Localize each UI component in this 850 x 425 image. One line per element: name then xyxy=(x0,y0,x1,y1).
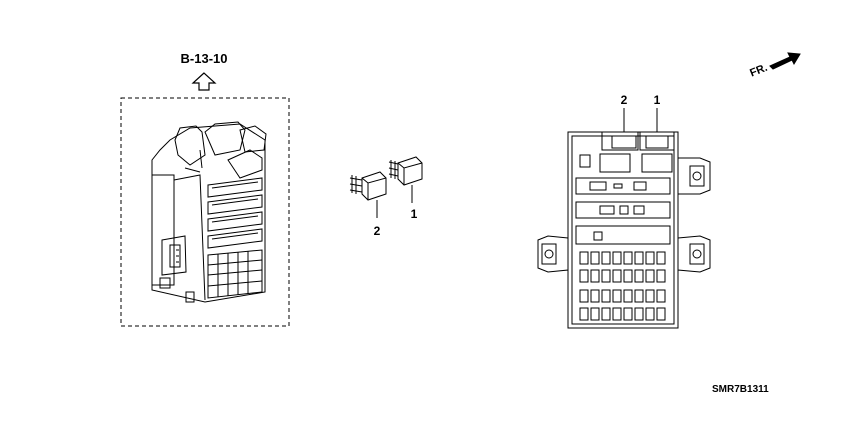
box-slot-2-callout: 2 xyxy=(621,93,628,107)
up-arrow-icon xyxy=(191,72,217,91)
relay-1-illustration xyxy=(388,156,423,186)
fuse-box-front-view xyxy=(537,131,711,329)
front-direction-label: FR. xyxy=(748,62,769,80)
relay-2-callout: 2 xyxy=(374,224,381,238)
fuse-box-assembly-illustration xyxy=(151,121,267,303)
relay-2-illustration xyxy=(349,171,387,201)
part-code-label: SMR7B1311 xyxy=(712,384,769,395)
relay-1-callout: 1 xyxy=(411,207,418,221)
box-leader-lines xyxy=(623,108,658,132)
box-slot-1-callout: 1 xyxy=(654,93,661,107)
front-arrow-icon xyxy=(769,52,801,70)
assembly-dashed-frame xyxy=(120,97,290,327)
reference-code-label: B-13-10 xyxy=(181,51,228,66)
